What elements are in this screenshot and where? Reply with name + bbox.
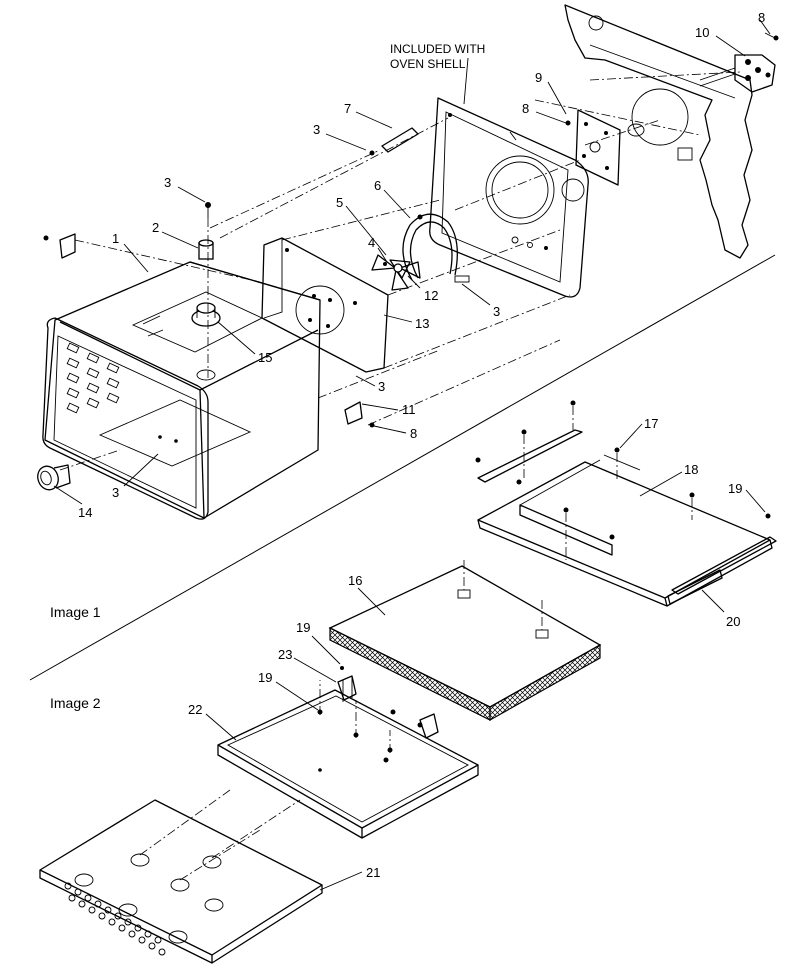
callout-17: 17 xyxy=(644,416,658,431)
callout-13: 13 xyxy=(415,316,429,331)
callout-11: 11 xyxy=(402,402,416,417)
callout-5: 5 xyxy=(336,195,343,210)
motor-assembly xyxy=(699,54,776,93)
callout-7: 7 xyxy=(344,101,351,116)
section-label-image2: Image 2 xyxy=(50,695,101,711)
callout-19: 19 xyxy=(728,481,742,496)
callout-3: 3 xyxy=(313,122,320,137)
mounting-plate xyxy=(565,109,621,186)
cavity-vents xyxy=(66,342,120,414)
section-divider xyxy=(29,254,776,681)
rear-wall-panel xyxy=(429,97,589,298)
alignment-lines-2 xyxy=(139,680,391,881)
oven-shell-note-line1: INCLUDED WITH xyxy=(390,42,485,56)
connector xyxy=(37,464,71,491)
callout-19: 19 xyxy=(296,620,310,635)
callout-21: 21 xyxy=(366,865,380,880)
callout-6: 6 xyxy=(374,178,381,193)
side-rail xyxy=(667,569,723,605)
oven-shell-note-line2: OVEN SHELL xyxy=(390,57,466,71)
callout-23: 23 xyxy=(278,647,292,662)
callout-20: 20 xyxy=(726,614,740,629)
circular-element xyxy=(402,213,470,283)
callout-4: 4 xyxy=(368,235,375,250)
callout-15: 15 xyxy=(258,350,272,365)
bracket-left xyxy=(43,233,76,259)
oven-cavity xyxy=(42,261,321,520)
bottom-pan xyxy=(217,689,479,839)
callout-12: 12 xyxy=(424,288,438,303)
bottom-tray xyxy=(475,400,777,607)
callout-19: 19 xyxy=(258,670,272,685)
callout-2: 2 xyxy=(152,220,159,235)
callout-10: 10 xyxy=(695,25,709,40)
screw-3-top xyxy=(205,202,211,218)
screw-8-top xyxy=(764,32,779,41)
bracket-23 xyxy=(337,666,439,739)
callout-9: 9 xyxy=(535,70,542,85)
callout-3: 3 xyxy=(493,304,500,319)
callout-8: 8 xyxy=(522,101,529,116)
callout-22: 22 xyxy=(188,702,202,717)
insulation-pad xyxy=(328,560,602,722)
section-label-image1: Image 1 xyxy=(50,604,101,620)
plug xyxy=(198,239,214,260)
callout-14: 14 xyxy=(78,505,92,520)
top-fitting xyxy=(191,302,221,381)
callout-1: 1 xyxy=(112,231,119,246)
callout-8: 8 xyxy=(410,426,417,441)
fan-blade xyxy=(371,254,421,291)
callout-3: 3 xyxy=(378,379,385,394)
callout-3: 3 xyxy=(164,175,171,190)
fan-baffle xyxy=(261,237,389,373)
callout-16: 16 xyxy=(348,573,362,588)
base-plate-holes xyxy=(64,882,166,956)
oven-shell-back xyxy=(564,4,753,259)
callout-8: 8 xyxy=(758,10,765,25)
leader-lines xyxy=(53,19,771,891)
callout-labels: 1 2 3 3 3 3 3 4 5 6 7 8 8 8 9 10 11 12 1… xyxy=(78,10,765,880)
callout-3: 3 xyxy=(112,485,119,500)
callout-18: 18 xyxy=(684,462,698,477)
base-plate xyxy=(39,799,323,964)
